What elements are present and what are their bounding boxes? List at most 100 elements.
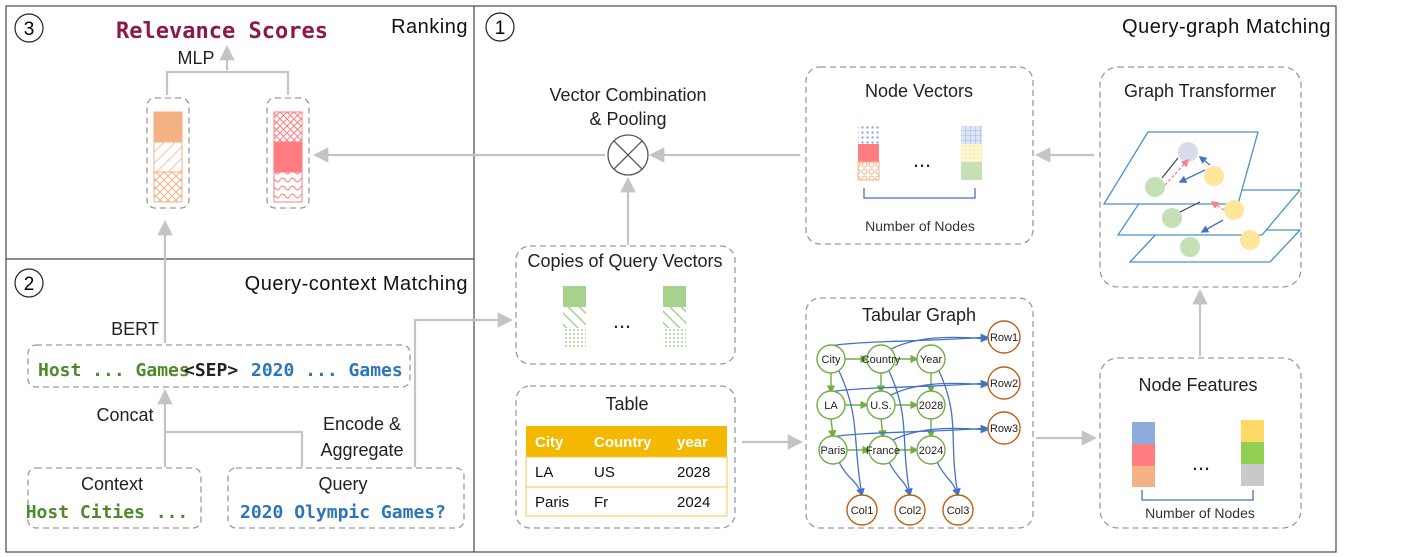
col-node: Col3 [942, 494, 974, 526]
cell-node-label: City [822, 354, 841, 366]
concat-label: Concat [96, 405, 153, 425]
panel-number: 2 [24, 274, 35, 295]
query-copies-ellipsis: ... [613, 308, 631, 333]
graph-edge [888, 461, 912, 497]
input-table-box: Table City Country year LA US 2028 Paris… [515, 385, 736, 529]
cell-node-label: U.S. [870, 400, 891, 412]
cell-node-label: Paris [820, 445, 846, 457]
node-features-box: Node Features ... Number of Nodes [1099, 357, 1302, 529]
mlp-merge-lines [165, 70, 290, 95]
node-features-title: Node Features [1138, 375, 1257, 395]
context-box: Context Host Cities ... [26, 467, 202, 529]
svg-text:Paris Fr 2024: Paris Fr 2024 [535, 494, 710, 511]
row-node: Row1 [987, 320, 1021, 354]
encode-label-line1: Encode & [323, 414, 401, 434]
query-encode-arrow [413, 312, 514, 467]
table-cell: Paris [535, 494, 569, 511]
node-vectors-title: Node Vectors [865, 81, 973, 101]
table-header-cell: City [535, 434, 564, 451]
relevance-scores-label: Relevance Scores [116, 19, 328, 44]
graph-edge [938, 370, 961, 497]
node-features-ellipsis: ... [1192, 450, 1210, 475]
tabular-graph-title: Tabular Graph [862, 305, 976, 325]
query-box: Query 2020 Olympic Games? [227, 467, 465, 529]
table-header-cell: year [677, 434, 708, 451]
cell-node: 2028 [916, 390, 946, 420]
cell-node: Paris [818, 435, 848, 465]
row-node: Row2 [987, 366, 1021, 400]
combine-operator-icon [607, 134, 649, 176]
graph-edge [838, 370, 865, 497]
encode-label-line2: Aggregate [320, 440, 403, 460]
table-cell: Fr [594, 494, 608, 511]
context-score-vector [146, 97, 190, 209]
panel-number-badge [14, 268, 44, 298]
table-cell: 2028 [677, 464, 710, 481]
query-title: Query [318, 474, 367, 494]
cell-node: LA [816, 390, 846, 420]
panel-title: Query-graph Matching [1122, 16, 1331, 38]
cell-node: U.S. [866, 390, 896, 420]
graph-edge [888, 370, 913, 497]
graph-layers-icon [1102, 131, 1302, 263]
table-header-cell: Country [594, 434, 652, 451]
row-node-label: Row3 [990, 423, 1018, 435]
graph-edge [838, 461, 864, 497]
concat-lines [163, 392, 304, 467]
table-cell: US [594, 464, 615, 481]
seq-query-token: 2020 ... Games [251, 360, 403, 381]
vector-combination-label-2: & Pooling [589, 109, 666, 129]
panel-number: 1 [495, 18, 506, 39]
node-vectors-ellipsis: ... [913, 147, 931, 172]
graph-edge [892, 425, 989, 441]
query-copies-box: Copies of Query Vectors ... [515, 245, 736, 365]
cell-node: 2024 [916, 435, 946, 465]
svg-text:LA US 2028: LA US 2028 [535, 464, 710, 481]
panel-query-graph-header: 1 Query-graph Matching [485, 12, 1331, 42]
cell-node-label: France [866, 445, 900, 457]
cell-node: France [866, 435, 900, 465]
query-value: 2020 Olympic Games? [240, 502, 446, 523]
node-vectors-count-label: Number of Nodes [865, 218, 975, 234]
cell-node-label: Country [862, 354, 901, 366]
panel-title: Query-context Matching [245, 273, 468, 295]
col-node-label: Col1 [851, 505, 874, 517]
col-node-label: Col2 [899, 505, 922, 517]
context-title: Context [81, 474, 143, 494]
node-features-count-label: Number of Nodes [1145, 505, 1255, 521]
context-value: Host Cities ... [26, 502, 189, 523]
table-cell: 2024 [677, 494, 710, 511]
seq-sep-token: <SEP> [184, 360, 238, 381]
vector-combination-label-1: Vector Combination [549, 85, 706, 105]
cell-node-label: 2024 [919, 445, 943, 457]
seq-context-token: Host ... Games [38, 360, 190, 381]
bert-label: BERT [111, 319, 159, 339]
cell-node-label: LA [824, 400, 838, 412]
cell-node: Country [862, 344, 901, 374]
graph-edge [890, 334, 989, 350]
row-node-label: Row1 [990, 332, 1018, 344]
svg-text:Host ... Games <SEP>: Host ... Games <SEP> 2020 ... Games [38, 360, 403, 381]
node-vectors-box: Node Vectors ... Number of Nodes [805, 66, 1034, 245]
svg-text:City Country year: City Country year [535, 434, 708, 451]
graph-score-vector [266, 97, 310, 209]
graph-edge [890, 380, 989, 396]
cell-node: Year [916, 344, 946, 374]
table-cell: LA [535, 464, 553, 481]
graph-transformer-title: Graph Transformer [1124, 81, 1276, 101]
row-node-label: Row2 [990, 378, 1018, 390]
graph-edge [878, 417, 887, 439]
panel-title: Ranking [391, 16, 468, 38]
col-node-label: Col3 [947, 505, 970, 517]
panel-number-badge [485, 12, 515, 42]
panel-query-context-header: 2 Query-context Matching [14, 268, 468, 298]
col-node: Col1 [846, 494, 878, 526]
cell-node-label: Year [920, 354, 943, 366]
query-copies-title: Copies of Query Vectors [527, 251, 722, 271]
mlp-label: MLP [177, 48, 214, 68]
panel-number-badge [14, 13, 44, 43]
graph-edge [936, 461, 960, 497]
panel-ranking-header: 3 Ranking [14, 13, 468, 43]
cell-node: City [816, 344, 846, 374]
